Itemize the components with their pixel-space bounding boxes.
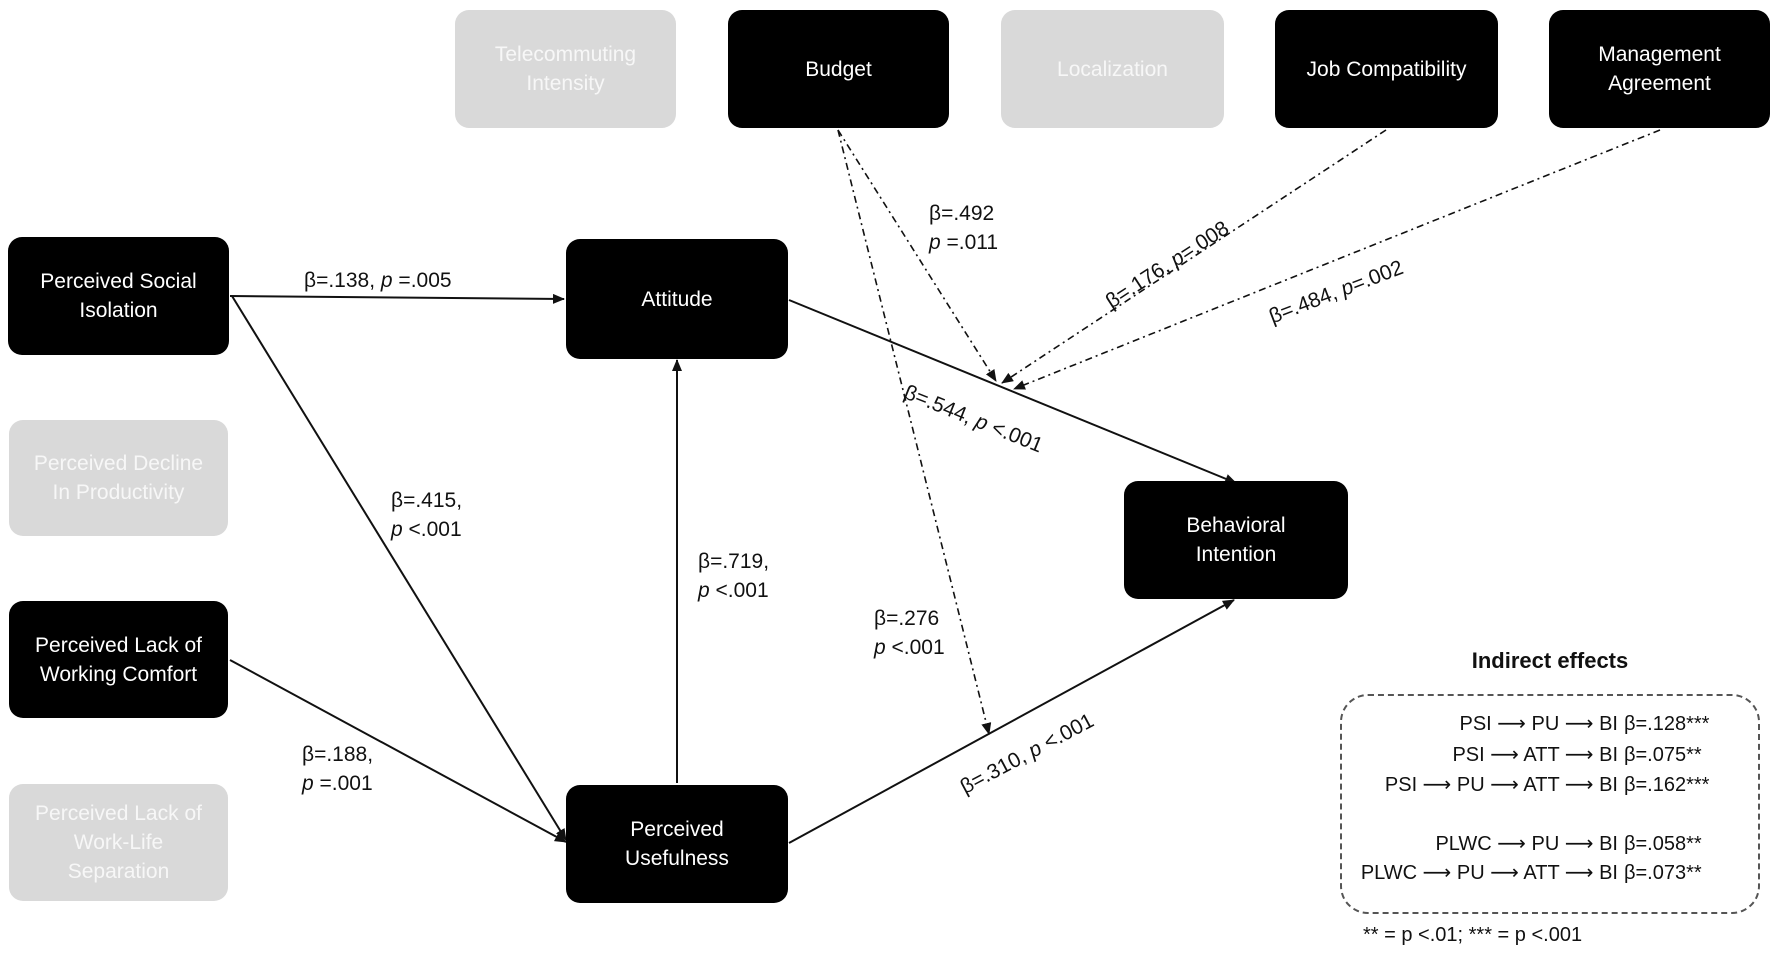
label-budget-mod-pu-bi-beta: β=.276 — [874, 607, 940, 630]
edge-mgmt-mod — [1013, 129, 1661, 390]
node-management-agreement-label: Management Agreement — [1598, 43, 1721, 95]
label-plwc-pu-beta: β=.188, — [302, 743, 374, 766]
edge-pu-bi — [788, 599, 1235, 844]
label-budget-mod-att-bi-pval: =.011 — [940, 231, 999, 254]
label-plwc-pu-pline: p =.001 — [302, 769, 373, 798]
edge-attitude-bi — [788, 299, 1237, 484]
label-pu-attitude-pval: <.001 — [709, 579, 769, 602]
node-management-agreement: Management Agreement — [1549, 10, 1770, 128]
node-perceived-decline-productivity-label: Perceived Decline In Productivity — [33, 452, 204, 504]
label-budget-mod-att-bi-beta: β=.492 — [929, 202, 995, 225]
node-job-compatibility: Job Compatibility — [1275, 10, 1498, 128]
node-budget: Budget — [728, 10, 949, 128]
node-localization-label: Localization — [1057, 57, 1168, 81]
label-psi-attitude-p: p — [380, 269, 393, 292]
label-pu-attitude-pline: p <.001 — [698, 576, 769, 605]
node-attitude-label: Attitude — [641, 287, 713, 311]
label-psi-pu-pval: <.001 — [402, 518, 462, 541]
edge-budget-mod-pu-bi — [837, 129, 992, 735]
label-budget-mod-pu-bi-pval: <.001 — [885, 636, 945, 659]
label-budget-mod-pu-bi-p: p — [874, 636, 886, 659]
label-psi-attitude: β=.138, p =.005 — [304, 266, 452, 295]
label-pu-attitude: β=.719, p <.001 — [698, 547, 769, 605]
indirect-effect-beta-5: β=.073** — [1624, 862, 1702, 884]
indirect-effect-beta-4: β=.058** — [1624, 833, 1702, 855]
node-telecommuting-intensity-label: Telecommuting Intensity — [494, 43, 637, 95]
edge-budget-mod-att-bi — [837, 129, 997, 382]
indirect-effect-path-1: PSI ⟶ PU ⟶ BI — [1459, 713, 1619, 735]
node-job-compatibility-label: Job Compatibility — [1306, 57, 1467, 81]
label-budget-mod-att-bi-pline: p =.011 — [929, 228, 998, 257]
node-budget-label: Budget — [805, 57, 872, 81]
label-plwc-pu: β=.188, p =.001 — [302, 740, 373, 798]
indirect-effect-path-4: PLWC ⟶ PU ⟶ BI — [1435, 833, 1618, 855]
label-budget-mod-att-bi: β=.492 p =.011 — [929, 199, 998, 257]
node-perceived-social-isolation-label: Perceived Social Isolation — [40, 270, 197, 322]
node-perceived-lack-worklife-separation-label: Perceived Lack of Work-Life Separation — [35, 802, 202, 883]
label-plwc-pu-pval: =.001 — [313, 772, 373, 795]
label-budget-mod-att-bi-p: p — [929, 231, 941, 254]
edge-plwc-pu — [229, 659, 567, 843]
label-plwc-pu-p: p — [302, 772, 314, 795]
label-psi-pu-beta: β=.415, — [391, 489, 463, 512]
node-attitude: Attitude — [566, 239, 788, 359]
indirect-effect-path-5: PLWC ⟶ PU ⟶ ATT ⟶ BI — [1360, 862, 1618, 884]
label-psi-pu-pline: p <.001 — [391, 515, 462, 544]
node-perceived-social-isolation: Perceived Social Isolation — [8, 237, 229, 355]
indirect-effect-beta-1: β=.128*** — [1624, 713, 1710, 735]
indirect-effect-path-3: PSI ⟶ PU ⟶ ATT ⟶ BI — [1384, 774, 1618, 796]
edge-psi-pu — [231, 295, 567, 841]
indirect-effect-beta-2: β=.075** — [1624, 744, 1702, 766]
node-perceived-decline-productivity: Perceived Decline In Productivity — [9, 420, 228, 536]
indirect-effect-beta-3: β=.162*** — [1624, 774, 1710, 796]
label-psi-pu: β=.415, p <.001 — [391, 486, 462, 544]
label-psi-attitude-beta: β=.138, — [304, 269, 376, 292]
node-perceived-lack-worklife-separation: Perceived Lack of Work-Life Separation — [9, 784, 228, 901]
node-perceived-lack-working-comfort: Perceived Lack of Working Comfort — [9, 601, 228, 718]
label-budget-mod-pu-bi-pline: p <.001 — [874, 633, 945, 662]
label-pu-attitude-beta: β=.719, — [698, 550, 770, 573]
node-perceived-usefulness-label: Perceived Usefulness — [625, 818, 729, 870]
indirect-effect-path-2: PSI ⟶ ATT ⟶ BI — [1452, 744, 1618, 766]
label-pu-attitude-p: p — [698, 579, 710, 602]
node-perceived-lack-working-comfort-label: Perceived Lack of Working Comfort — [35, 633, 202, 686]
indirect-effects-title: Indirect effects — [1471, 648, 1629, 673]
label-psi-attitude-pval: =.005 — [392, 269, 452, 292]
node-perceived-usefulness: Perceived Usefulness — [566, 785, 788, 903]
node-behavioral-intention: Behavioral Intention — [1124, 481, 1348, 599]
edge-psi-attitude — [229, 293, 565, 304]
significance-footnote: ** = p <.01; *** = p <.001 — [1363, 924, 1583, 946]
node-localization: Localization — [1001, 10, 1224, 128]
indirect-effects-box — [1340, 694, 1760, 914]
node-telecommuting-intensity: Telecommuting Intensity — [455, 10, 676, 128]
node-behavioral-intention-label: Behavioral Intention — [1186, 514, 1286, 566]
label-psi-pu-p: p — [391, 518, 403, 541]
label-budget-mod-pu-bi: β=.276 p <.001 — [874, 604, 945, 662]
